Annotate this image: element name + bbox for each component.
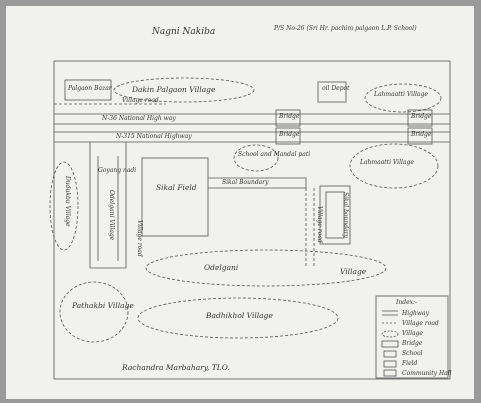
- legend-title: Index:-: [396, 299, 418, 306]
- bridge-4-label: Bridge: [411, 131, 432, 138]
- legend-field-symbol: [383, 360, 397, 368]
- lahmaatti-village-2-label: Lahmaatti Village: [360, 159, 414, 166]
- lahmaatti-village-label: Lahmaatti Village: [374, 91, 428, 98]
- legend-community-hall-symbol: [383, 369, 397, 377]
- legend-village-symbol: [381, 330, 399, 338]
- odelgani-village-outline: [145, 249, 387, 287]
- sikal-boundary-road: [208, 177, 307, 189]
- lahmaatti-village-2-outline: [349, 143, 439, 189]
- goyang-nadi-label: Goyang nadi: [98, 167, 137, 174]
- lahmaatti-village-outline: [364, 83, 442, 113]
- bridge-2-box: [275, 127, 301, 145]
- village-right-label: Village: [340, 267, 367, 276]
- map-frame: [53, 60, 451, 380]
- map-drawing: [49, 60, 451, 380]
- map-title: Nagni Nakiba: [152, 27, 216, 37]
- ps-label: P/S No-26 (Sri Hr. pachim palgaon L.P. S…: [274, 25, 417, 32]
- badhikhol-village-label: Badhikhol Village: [206, 311, 273, 320]
- sikal-boundary-label: Sikal Boundary: [222, 179, 269, 186]
- school-block-inner: [325, 191, 345, 239]
- dakin-palgaon-village-outline: [113, 77, 255, 103]
- dakin-palgaon-village-label: Dakin Palgaon Village: [132, 85, 216, 94]
- palgaon-bazar-label: Palgaon Bazar: [68, 85, 112, 92]
- bridge-1-box: [275, 109, 301, 127]
- legend-item-school: School: [402, 350, 423, 357]
- sikal-field-box: [141, 157, 209, 237]
- bridge-3-box: [407, 109, 433, 127]
- school-block-box: [319, 185, 351, 245]
- legend-symbols: [381, 310, 399, 377]
- school-mandal-pati-outline: [233, 144, 279, 172]
- legend-item-community-hall: Community Hall: [402, 370, 452, 377]
- village-road-top-label: Village road: [122, 97, 159, 104]
- goyang-nadi-river: [89, 142, 127, 269]
- legend-item-village: Village: [402, 330, 423, 337]
- legend-item-village-road: Village road: [402, 320, 439, 327]
- legend-school-symbol: [383, 350, 397, 358]
- pathakbi-village-label: Pathakbi Village: [72, 301, 134, 310]
- sikal-field-label: Sikal Field: [156, 183, 197, 192]
- oil-depot-box: [317, 81, 347, 103]
- map-sheet: Nagni Nakiba P/S No-26 (Sri Hr. pachim p…: [6, 6, 474, 399]
- pathakbi-village-outline: [59, 281, 129, 343]
- legend-box: [375, 295, 449, 379]
- odelgani-label: Odelgani: [204, 263, 239, 272]
- school-mandal-pati-label: School and Mandal pati: [238, 151, 311, 158]
- nh36-label: N-36 National High way: [102, 115, 176, 122]
- signature: Rachandra Marbahary, TLO.: [122, 363, 230, 372]
- legend-item-bridge: Bridge: [402, 340, 423, 347]
- bridge-4-box: [407, 127, 433, 145]
- oil-depot-label: oil Depot: [322, 85, 350, 92]
- bridge-2-label: Bridge: [279, 131, 300, 138]
- legend-item-field: Field: [402, 360, 418, 367]
- dudukbu-village-outline: [49, 161, 79, 251]
- palgaon-bazar-box: [64, 79, 112, 101]
- legend-highway-symbol: [382, 310, 398, 316]
- badhikhol-village-outline: [137, 297, 339, 339]
- legend-item-highway: Highway: [402, 310, 429, 317]
- bridge-1-label: Bridge: [279, 113, 300, 120]
- bridge-3-label: Bridge: [411, 113, 432, 120]
- nh315-label: N-315 National Highway: [116, 133, 192, 140]
- legend-bridge-symbol: [381, 340, 399, 348]
